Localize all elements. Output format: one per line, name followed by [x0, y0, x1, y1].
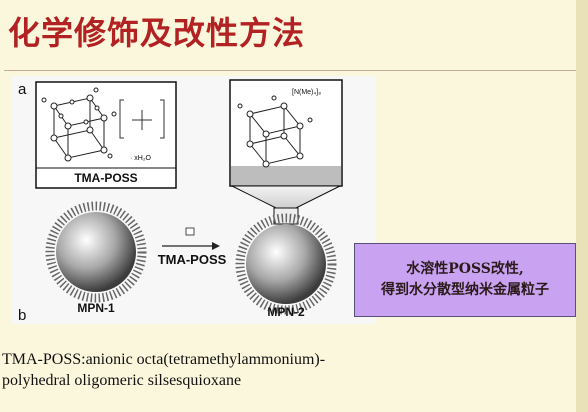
callout-line-1: 水溶性POSS改性, [406, 261, 524, 277]
arrow-label: TMA-POSS [158, 252, 227, 267]
panel-a-letter: a [18, 81, 27, 98]
mpn1-particle: MPN-1 [45, 201, 147, 315]
caption-line-1: TMA-POSS:anionic octa(tetramethylammoniu… [2, 351, 326, 368]
mpn1-label: MPN-1 [77, 301, 115, 315]
cation-label: [N(Me)₄]₈ [292, 89, 321, 96]
panel-b-letter: b [18, 307, 26, 324]
caption-line-2: polyhedral oligomeric silsesquioxane [2, 371, 242, 389]
poss-figure: a b [12, 76, 376, 324]
mpn2-atoms [237, 95, 313, 168]
callout-line-2: 得到水分散型纳米金属粒子 [381, 282, 549, 298]
title-divider [4, 70, 576, 71]
water-label: · xH₂O [130, 155, 152, 162]
slide-title: 化学修饰及改性方法 [8, 14, 306, 52]
tma-poss-structure-box: · xH₂O TMA-POSS [35, 81, 177, 189]
reaction-arrow: TMA-POSS [158, 227, 227, 267]
figure-caption: TMA-POSS:anionic octa(tetramethylammoniu… [2, 350, 562, 392]
cation-bracket [119, 99, 165, 139]
tma-poss-box-label: TMA-POSS [74, 171, 137, 185]
mpn2-label: MPN-2 [267, 305, 305, 319]
poss-atoms [41, 87, 117, 162]
callout-box: 水溶性POSS改性, 得到水分散型纳米金属粒子 [354, 243, 576, 317]
slide-edge-bar [576, 0, 588, 412]
poss-figure-svg: a b [18, 79, 343, 324]
mpn2-magnified-view: [N(Me)₄]₈ MPN-2 [229, 79, 343, 319]
